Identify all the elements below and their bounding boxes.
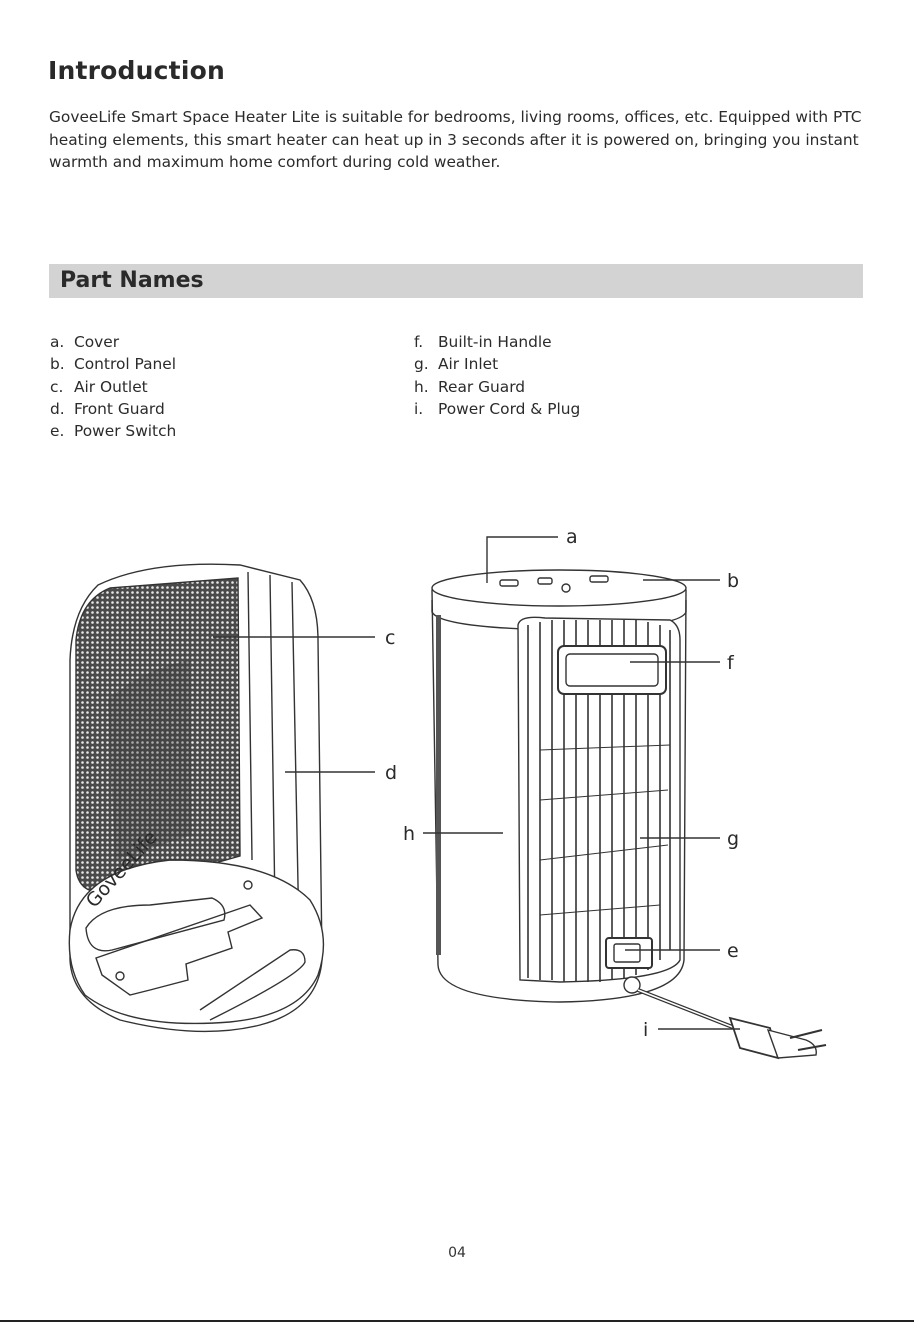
part-letter: f. bbox=[414, 333, 424, 351]
part-names-title: Part Names bbox=[60, 268, 204, 293]
part-letter: d. bbox=[50, 399, 65, 418]
part-name: Power Cord & Plug bbox=[438, 399, 581, 418]
callout-f: f bbox=[727, 652, 735, 674]
part-name: Front Guard bbox=[74, 399, 165, 418]
callout-d: d bbox=[385, 762, 397, 784]
callout-a: a bbox=[566, 526, 578, 548]
part-item: g. Air Inlet bbox=[414, 353, 580, 375]
part-item: a. Cover bbox=[50, 331, 176, 353]
part-letter: g. bbox=[414, 355, 429, 374]
part-item: e. Power Switch bbox=[50, 420, 176, 442]
heater-rear-view bbox=[431, 569, 827, 1060]
part-list-left: a. Cover b. Control Panel c. Air Outlet d. F… bbox=[50, 331, 176, 442]
callout-i: i bbox=[643, 1019, 648, 1041]
part-letter: i. bbox=[414, 399, 424, 418]
callout-b: b bbox=[727, 570, 739, 592]
heater-parts-diagram: GoveeLife bbox=[68, 526, 827, 1060]
heater-front-view bbox=[68, 563, 325, 1033]
part-name: Built-in Handle bbox=[438, 333, 552, 351]
part-names-header: Part Names bbox=[49, 264, 863, 298]
callout-e: e bbox=[727, 940, 739, 962]
part-letter: h. bbox=[414, 377, 429, 396]
part-letter: b. bbox=[50, 355, 65, 374]
callout-h: h bbox=[403, 823, 415, 845]
part-item: c. Air Outlet bbox=[50, 376, 176, 398]
part-letter: a. bbox=[50, 333, 65, 351]
part-item: b. Control Panel bbox=[50, 353, 176, 375]
part-name: Cover bbox=[74, 333, 120, 351]
part-letter: e. bbox=[50, 422, 65, 441]
part-name: Air Outlet bbox=[74, 377, 148, 396]
intro-title: Introduction bbox=[48, 56, 225, 85]
part-name: Power Switch bbox=[74, 422, 177, 441]
part-letter: c. bbox=[50, 377, 64, 396]
part-name: Control Panel bbox=[74, 355, 177, 374]
part-list-right: f. Built-in Handle g. Air Inlet h. Rear Gua… bbox=[414, 331, 580, 420]
leader-lines bbox=[213, 536, 740, 1030]
bottom-rule bbox=[0, 1320, 914, 1322]
part-item: d. Front Guard bbox=[50, 398, 176, 420]
part-item: f. Built-in Handle bbox=[414, 331, 580, 353]
part-item: i. Power Cord & Plug bbox=[414, 398, 580, 420]
part-name: Air Inlet bbox=[438, 355, 499, 374]
page-number: 04 bbox=[448, 1245, 466, 1261]
intro-paragraph: GoveeLife Smart Space Heater Lite is sui… bbox=[49, 108, 862, 171]
part-item: h. Rear Guard bbox=[414, 376, 580, 398]
callout-g: g bbox=[727, 828, 739, 850]
callout-c: c bbox=[385, 627, 395, 649]
part-name: Rear Guard bbox=[438, 377, 526, 396]
